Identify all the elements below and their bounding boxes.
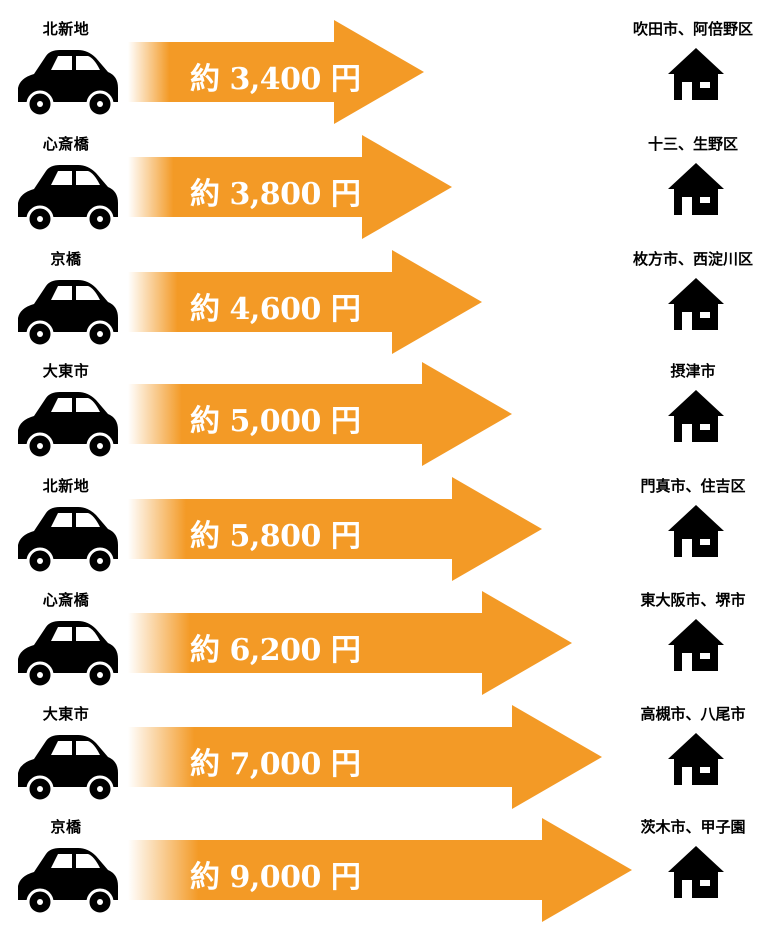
route-row: 京橋 約 9,000 円 茨木市、甲子園 — [0, 816, 782, 930]
origin-label: 北新地 — [42, 477, 90, 495]
car-icon — [18, 621, 118, 689]
origin-label: 大東市 — [42, 705, 90, 723]
car-icon — [18, 392, 118, 460]
origin-label: 心斎橋 — [42, 591, 90, 609]
price-arrow — [128, 477, 542, 581]
fare-price: 約 9,000 円 — [190, 860, 361, 895]
house-icon — [668, 733, 724, 785]
route-row: 大東市 約 7,000 円 高槻市、八尾市 — [0, 703, 782, 817]
house-icon — [668, 163, 724, 215]
car-icon — [18, 507, 118, 575]
house-icon — [668, 390, 724, 442]
house-icon — [668, 619, 724, 671]
house-icon — [668, 846, 724, 898]
car-icon — [18, 735, 118, 803]
fare-price: 約 5,800 円 — [190, 519, 361, 554]
house-icon — [668, 505, 724, 557]
destination-label: 高槻市、八尾市 — [640, 705, 746, 723]
destination-label: 門真市、住吉区 — [640, 477, 746, 495]
route-row: 北新地 約 3,400 円 吹田市、阿倍野区 — [0, 18, 782, 132]
price-arrow — [128, 20, 424, 124]
car-icon — [18, 165, 118, 233]
route-row: 大東市 約 5,000 円 摂津市 — [0, 360, 782, 474]
price-arrow — [128, 705, 602, 809]
fare-price: 約 3,800 円 — [190, 177, 361, 212]
fare-price: 約 4,600 円 — [190, 292, 361, 327]
fare-price: 約 3,400 円 — [190, 62, 361, 97]
destination-label: 吹田市、阿倍野区 — [632, 20, 753, 38]
route-row: 心斎橋 約 3,800 円 十三、生野区 — [0, 133, 782, 247]
price-arrow — [128, 250, 482, 354]
destination-label: 枚方市、西淀川区 — [632, 250, 753, 268]
house-icon — [668, 278, 724, 330]
destination-label: 東大阪市、堺市 — [640, 591, 746, 609]
house-icon — [668, 48, 724, 100]
price-arrow — [128, 818, 632, 922]
origin-label: 北新地 — [42, 20, 90, 38]
car-icon — [18, 280, 118, 348]
price-arrow — [128, 591, 572, 695]
origin-label: 京橋 — [50, 250, 82, 268]
price-arrow — [128, 135, 452, 239]
destination-label: 摂津市 — [670, 362, 716, 380]
origin-label: 京橋 — [50, 818, 82, 836]
car-icon — [18, 50, 118, 118]
destination-label: 十三、生野区 — [647, 135, 738, 153]
route-row: 京橋 約 4,600 円 枚方市、西淀川区 — [0, 248, 782, 362]
origin-label: 大東市 — [42, 362, 90, 380]
origin-label: 心斎橋 — [42, 135, 90, 153]
fare-price: 約 7,000 円 — [190, 747, 361, 782]
car-icon — [18, 848, 118, 916]
destination-label: 茨木市、甲子園 — [640, 818, 746, 836]
route-row: 北新地 約 5,800 円 門真市、住吉区 — [0, 475, 782, 589]
fare-price: 約 5,000 円 — [190, 404, 361, 439]
route-row: 心斎橋 約 6,200 円 東大阪市、堺市 — [0, 589, 782, 703]
price-arrow — [128, 362, 512, 466]
fare-price: 約 6,200 円 — [190, 633, 361, 668]
